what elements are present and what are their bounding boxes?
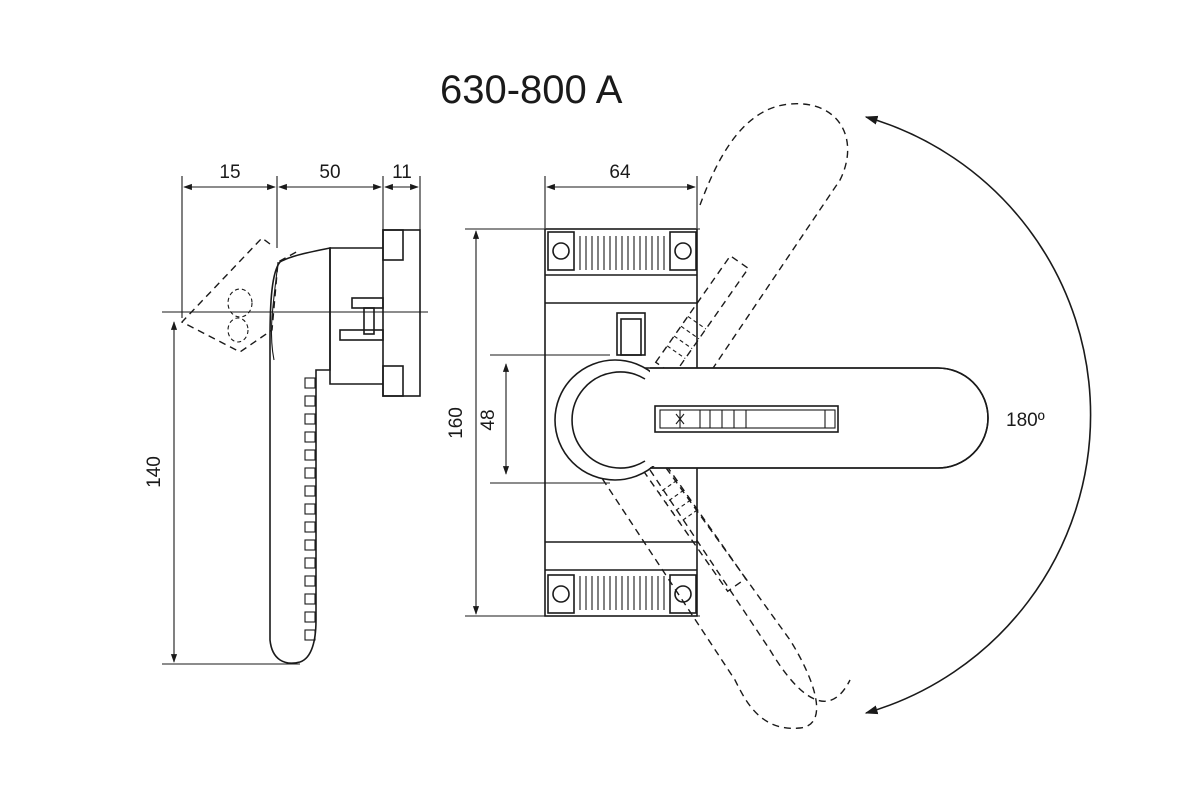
bottom-vent-slots [579, 576, 665, 610]
dim-48-label: 48 [478, 409, 499, 430]
dim-160-label: 160 [446, 407, 467, 439]
dim-15-label: 15 [219, 162, 240, 183]
front-view [465, 103, 1092, 729]
dim-50-label: 50 [319, 162, 340, 183]
dim-140-label: 140 [144, 456, 165, 488]
side-view [162, 176, 428, 665]
dim-11-label: 11 [392, 162, 412, 183]
rotation-angle-label: 180º [1006, 410, 1045, 431]
dim-64-label: 64 [609, 162, 631, 183]
top-vent-slots [579, 236, 665, 270]
grip-ridges [304, 377, 316, 641]
drawing-title: 630-800 A [440, 68, 623, 112]
